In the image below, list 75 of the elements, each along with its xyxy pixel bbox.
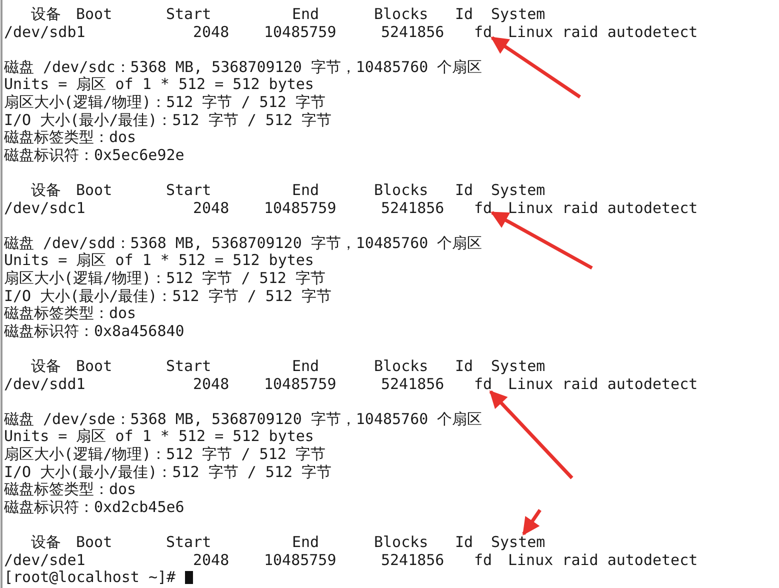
column-header: End (292, 358, 320, 374)
table-cell: /dev/sdd1 (4, 376, 86, 392)
column-header: 设备 (31, 6, 61, 22)
arrow (489, 390, 574, 480)
column-header: System (491, 534, 546, 550)
terminal-line: 磁盘标签类型：dos (4, 305, 136, 322)
column-header: Boot (76, 6, 112, 22)
table-cell: Linux raid autodetect (508, 376, 698, 392)
column-header: Id (455, 182, 474, 198)
column-header: System (491, 182, 546, 198)
partition-id: fd (474, 200, 492, 216)
column-header: System (491, 6, 546, 22)
terminal-line: 磁盘 /dev/sde：5368 MB, 5368709120 字节，10485760 个扇区 (4, 410, 482, 427)
column-header: Boot (76, 182, 112, 198)
column-header: Id (455, 358, 474, 374)
arrow (490, 36, 581, 98)
table-cell: 2048 (193, 200, 230, 216)
table-cell: /dev/sdc1 (4, 200, 86, 216)
terminal-line: Units = 扇区 of 1 * 512 = 512 bytes (4, 252, 314, 268)
column-header: Start (166, 6, 212, 22)
table-cell: /dev/sde1 (4, 552, 86, 568)
terminal-line: 磁盘标识符：0x5ec6e92e (4, 146, 184, 163)
arrow (522, 509, 542, 536)
terminal-line: 扇区大小(逻辑/物理)：512 字节 / 512 字节 (4, 270, 326, 286)
table-cell: 10485759 (264, 24, 336, 40)
column-header: 设备 (31, 182, 61, 198)
terminal-line: 磁盘标识符：0xd2cb45e6 (4, 498, 184, 515)
table-cell: 10485759 (264, 376, 336, 392)
table-cell: 5241856 (381, 24, 444, 40)
column-header: Start (166, 534, 212, 550)
table-cell: 2048 (193, 24, 230, 40)
terminal-line: I/O 大小(最小/最佳)：512 字节 / 512 字节 (4, 112, 332, 128)
arrow (490, 211, 593, 270)
terminal-line: I/O 大小(最小/最佳)：512 字节 / 512 字节 (4, 288, 332, 304)
column-header: 设备 (31, 534, 61, 550)
table-cell: 2048 (193, 376, 230, 392)
shell-prompt: [root@localhost ~]# (4, 569, 176, 586)
column-header: System (491, 358, 546, 374)
table-cell: 10485759 (264, 552, 336, 568)
column-header: Start (166, 182, 212, 198)
table-cell: 2048 (193, 552, 230, 568)
table-cell: 5241856 (381, 376, 444, 392)
column-header: Blocks (374, 358, 428, 374)
column-header: Boot (76, 534, 112, 550)
column-header: Blocks (374, 6, 428, 22)
partition-id: fd (474, 24, 492, 40)
table-cell: Linux raid autodetect (508, 552, 698, 568)
terminal-line: 扇区大小(逻辑/物理)：512 字节 / 512 字节 (4, 94, 326, 110)
table-cell: 5241856 (381, 552, 444, 568)
table-cell: /dev/sdb1 (4, 24, 86, 40)
column-header: Boot (76, 358, 112, 374)
column-header: 设备 (31, 358, 61, 374)
table-cell: Linux raid autodetect (508, 24, 698, 40)
terminal-line: 磁盘 /dev/sdc：5368 MB, 5368709120 字节，10485760 个扇区 (4, 58, 482, 75)
terminal-line: Units = 扇区 of 1 * 512 = 512 bytes (4, 428, 314, 444)
column-header: End (292, 6, 320, 22)
terminal-line: Units = 扇区 of 1 * 512 = 512 bytes (4, 76, 314, 92)
terminal-line: 磁盘标签类型：dos (4, 129, 136, 146)
column-header: Blocks (374, 182, 428, 198)
table-cell: 10485759 (264, 200, 336, 216)
terminal-line: 扇区大小(逻辑/物理)：512 字节 / 512 字节 (4, 446, 326, 462)
table-cell: 5241856 (381, 200, 444, 216)
terminal-line: 磁盘标签类型：dos (4, 481, 136, 498)
column-header: Blocks (374, 534, 428, 550)
column-header: End (292, 534, 320, 550)
terminal-line: 磁盘标识符：0x8a456840 (4, 322, 184, 339)
terminal-line: I/O 大小(最小/最佳)：512 字节 / 512 字节 (4, 464, 332, 480)
column-header: Id (455, 534, 474, 550)
partition-id: fd (474, 376, 492, 392)
column-header: Id (455, 6, 474, 22)
terminal-line: 磁盘 /dev/sdd：5368 MB, 5368709120 字节，10485760 个扇区 (4, 234, 482, 251)
column-header: Start (166, 358, 212, 374)
column-header: End (292, 182, 320, 198)
table-cell: Linux raid autodetect (508, 200, 698, 216)
table-cell: fd (474, 552, 492, 568)
